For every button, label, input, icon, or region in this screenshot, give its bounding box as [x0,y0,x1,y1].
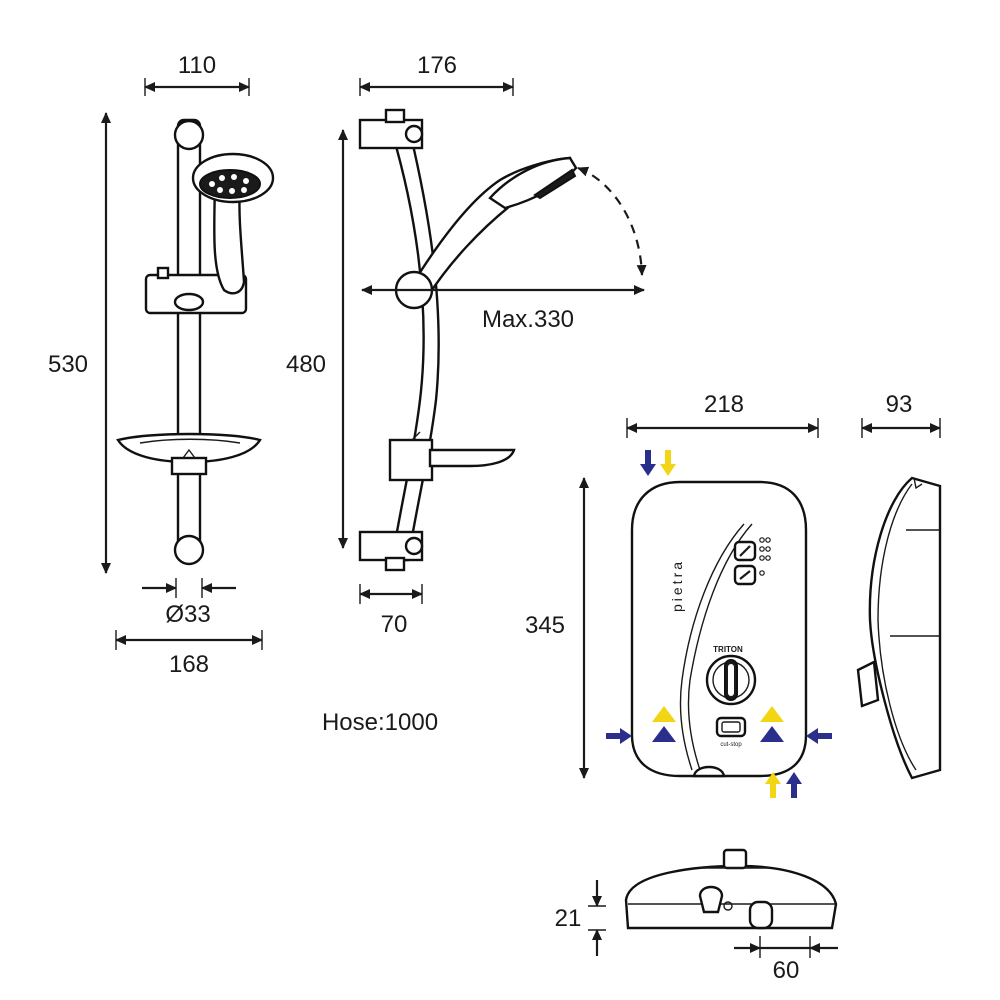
dim-label-bottom-height: 21 [555,905,582,932]
dim-label-width: 110 [178,52,216,79]
side-dial-protrusion [856,660,880,708]
unit-side-view: 93 [856,391,942,780]
dim-label-height: 530 [48,351,88,378]
unit-front-view: 218 345 pietra TRITON cut-stop [525,391,819,779]
arrow-left-blue-icon [806,728,832,744]
stop-button-label: cut-stop [720,742,742,748]
bottom-dial-knob [722,848,748,870]
kit-front-view: 110 530 Ø33 168 [48,52,275,678]
bracket-tab [156,266,170,280]
arrow-down-blue-icon [640,450,656,476]
rail-end-cap-bottom [173,534,205,566]
unit-bottom-view: 21 60 [555,848,838,984]
arrow-up-blue-icon [786,772,802,798]
dim-label-unit-depth: 93 [886,391,913,418]
side-soap-dish [428,448,516,468]
dim-label-depth: 176 [417,52,457,79]
bottom-bracket-cap [384,556,406,572]
water-entry-indicators [606,450,832,798]
top-bracket-cap [384,108,406,124]
curved-riser-rail [390,130,440,562]
bottom-outlet [698,885,724,914]
logo-label: TRITON [713,645,743,654]
triangle-blue-icon [652,726,676,742]
dim-label-unit-width: 218 [704,391,744,418]
dim-label-diameter: Ø33 [165,601,210,628]
triangle-yellow-icon [760,706,784,722]
indicator-leds [759,537,771,576]
arrow-down-yellow-icon [660,450,676,476]
side-handset-head [488,156,578,210]
soap-dish-holder [170,456,208,476]
brand-label: pietra [669,559,685,612]
unit-bottom-profile [624,864,838,930]
unit-side-profile [868,476,942,780]
triangle-yellow-icon [652,706,676,722]
stop-button [715,716,747,738]
dim-label-max-reach: Max.330 [482,306,574,333]
dim-label-bottom-offset: 60 [773,957,800,984]
side-soap-dish-holder [388,438,434,482]
arrow-right-blue-icon [606,728,632,744]
handset-handle [213,183,246,295]
arrow-up-yellow-icon [765,772,781,798]
dim-label-side-height: 480 [286,351,326,378]
dim-label-bracket-depth: 70 [381,611,408,638]
rail-end-cap-top [173,119,205,151]
kit-side-view: 176 480 Max.330 70 [286,52,647,638]
triangle-blue-icon [760,726,784,742]
unit-outlet [692,765,726,778]
bracket-knob [173,292,205,312]
hose-length-label: Hose:1000 [322,709,438,736]
side-spray-face [533,168,577,200]
dim-label-unit-height: 345 [525,612,565,639]
bottom-cable-entry [748,900,774,930]
unit-swoosh-line [687,523,753,771]
swing-arc [577,166,647,276]
dim-label-soap-dish: 168 [169,651,209,678]
